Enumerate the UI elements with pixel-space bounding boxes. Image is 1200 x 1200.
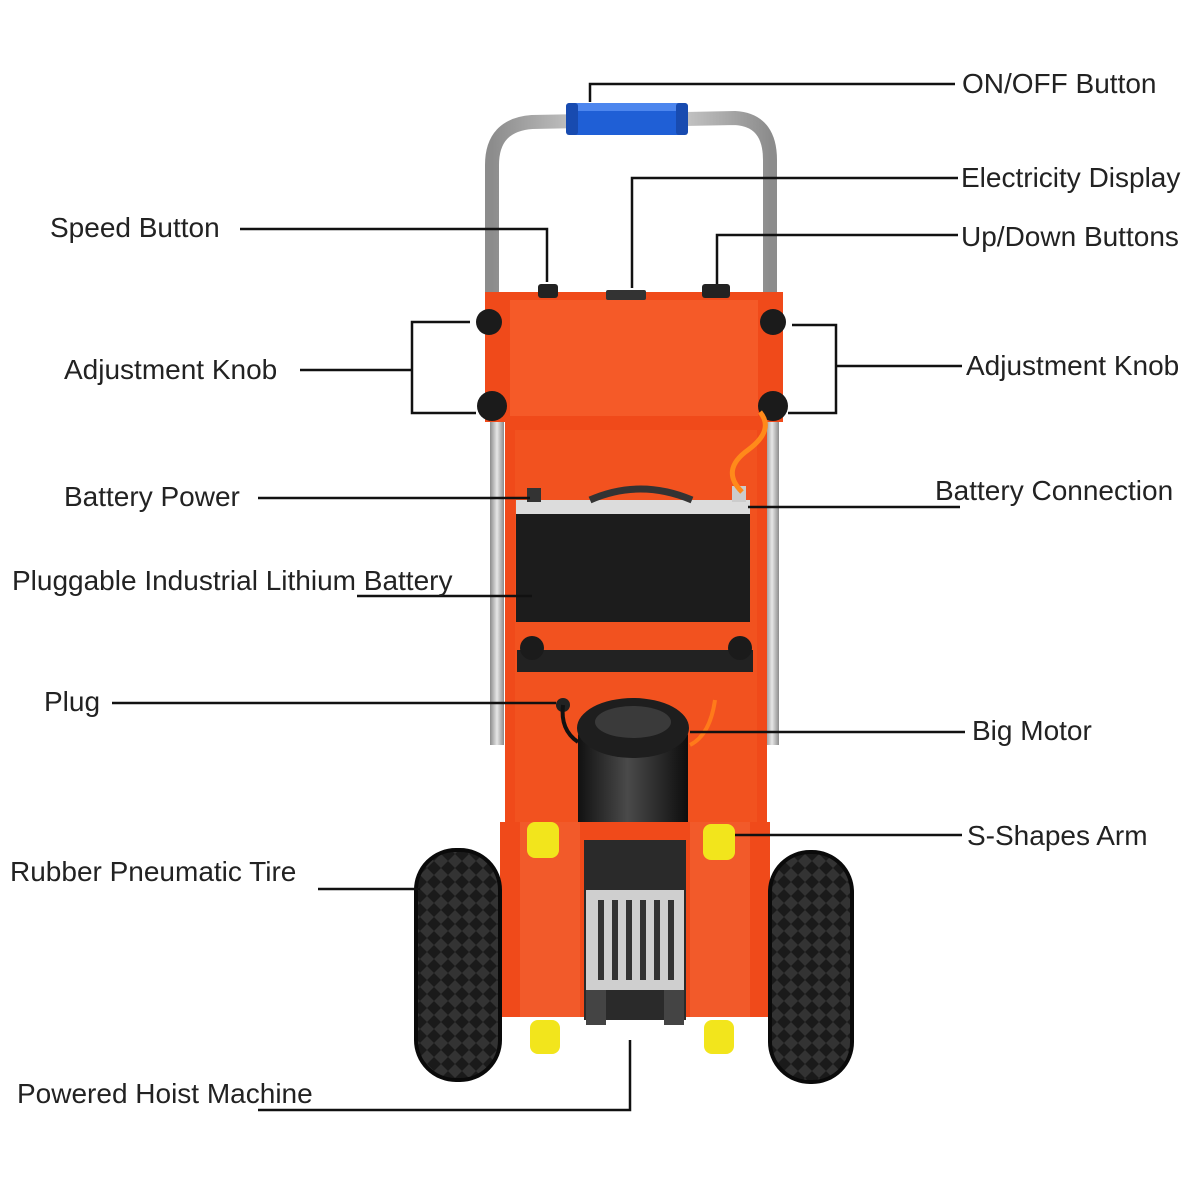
display-shape: [606, 290, 646, 300]
tire-left: [416, 850, 500, 1080]
up-down-button-shape: [702, 284, 730, 298]
leader-lines: [112, 82, 965, 1112]
label-plug: Plug: [44, 686, 101, 717]
label-pluggable-battery: Pluggable Industrial Lithium Battery: [12, 565, 453, 596]
knob-mid-right: [758, 391, 788, 421]
roller-bottom-left: [530, 1020, 560, 1054]
roller-top-left: [527, 822, 559, 858]
label-up-down-buttons: Up/Down Buttons: [961, 221, 1179, 252]
motor-body: [578, 730, 688, 832]
battery: [516, 504, 750, 622]
speed-button-shape: [538, 284, 558, 298]
roller-top-right: [703, 824, 735, 860]
knob-top-right: [760, 309, 786, 335]
label-speed-button: Speed Button: [50, 212, 220, 243]
knob-top-left: [476, 309, 502, 335]
label-big-motor: Big Motor: [972, 715, 1092, 746]
label-on-off-button: ON/OFF Button: [962, 68, 1157, 99]
label-adjustment-knob-left: Adjustment Knob: [64, 354, 278, 385]
knob-mid-left: [477, 391, 507, 421]
label-battery-power: Battery Power: [64, 481, 240, 512]
label-rubber-pneumatic-tire: Rubber Pneumatic Tire: [10, 856, 297, 887]
tire-right: [770, 852, 852, 1082]
label-powered-hoist-machine: Powered Hoist Machine: [17, 1078, 313, 1109]
label-battery-connection: Battery Connection: [935, 475, 1174, 506]
label-electricity-display: Electricity Display: [961, 162, 1181, 193]
roller-bottom-right: [704, 1020, 734, 1054]
label-adjustment-knob-right: Adjustment Knob: [966, 350, 1180, 381]
label-s-shapes-arm: S-Shapes Arm: [967, 820, 1148, 851]
